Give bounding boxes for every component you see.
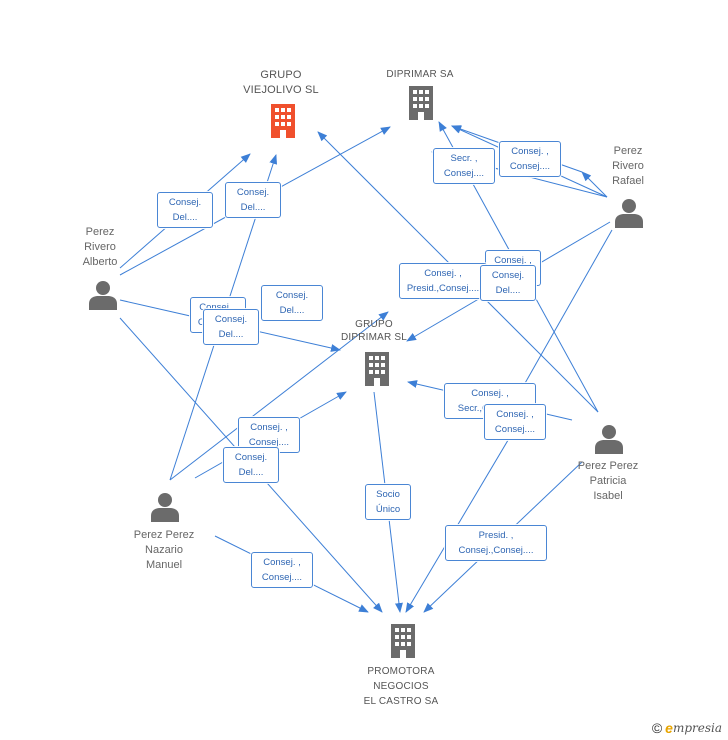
- person-label-nazario[interactable]: Perez Perez Nazario Manuel: [133, 529, 195, 571]
- person-icon[interactable]: [150, 492, 180, 527]
- edge-label[interactable]: Consej. Del....: [261, 285, 323, 321]
- brand-logo-initial: e: [665, 720, 673, 736]
- edge-label[interactable]: Consej. , Consej....: [238, 417, 300, 453]
- person-label-patricia[interactable]: Perez Perez Patricia Isabel: [577, 460, 639, 502]
- building-icon[interactable]: [268, 104, 298, 143]
- edge-line: [169, 311, 389, 481]
- building-icon[interactable]: [362, 352, 392, 391]
- person-label-rafael[interactable]: Perez Rivero Rafael: [612, 145, 644, 187]
- person-icon[interactable]: [594, 424, 624, 459]
- edge-line: [405, 419, 521, 613]
- edge-line: [519, 229, 613, 393]
- edge-label[interactable]: Socio Único: [365, 484, 411, 520]
- edge-label[interactable]: Consej. Del....: [203, 309, 259, 345]
- person-label-alberto[interactable]: Perez Rivero Alberto: [82, 226, 118, 268]
- company-label-promotora[interactable]: PROMOTORA NEGOCIOS EL CASTRO SA: [363, 666, 439, 707]
- company-label-grupo-diprimar[interactable]: GRUPO DIPRIMAR SL: [340, 319, 408, 343]
- building-icon[interactable]: [388, 624, 418, 663]
- edge-line: [581, 171, 608, 198]
- edge-label[interactable]: Consej. Del....: [480, 265, 536, 301]
- company-label-grupo-viejolivo[interactable]: GRUPO VIEJOLIVO SL: [243, 69, 319, 96]
- building-icon[interactable]: [406, 86, 436, 125]
- person-icon[interactable]: [88, 280, 118, 315]
- edge-label[interactable]: Consej. Del....: [225, 182, 281, 218]
- edge-label[interactable]: Consej. , Presid.,Consej....: [399, 263, 487, 299]
- edge-label[interactable]: Consej. Del....: [223, 447, 279, 483]
- company-label-diprimar[interactable]: DIPRIMAR SA: [386, 69, 454, 80]
- copyright-icon: ©: [651, 720, 663, 736]
- brand-logo-text: mpresia: [672, 721, 722, 735]
- edge-label[interactable]: Consej. , Consej....: [499, 141, 561, 177]
- edge-label[interactable]: Consej. , Consej....: [484, 404, 546, 440]
- edge-label[interactable]: Consej. Del....: [157, 192, 213, 228]
- edge-label[interactable]: Consej. , Consej....: [251, 552, 313, 588]
- person-icon[interactable]: [614, 198, 644, 233]
- footer-branding: © e mpresia: [652, 720, 722, 736]
- edge-label[interactable]: Secr. , Consej....: [433, 148, 495, 184]
- edge-label[interactable]: Presid. , Consej.,Consej....: [445, 525, 547, 561]
